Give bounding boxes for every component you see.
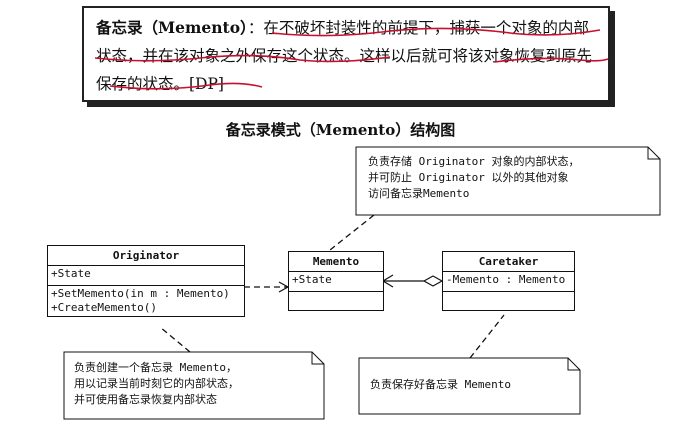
- originator-note-shape: [63, 351, 325, 420]
- definition-box: 备忘录（Memento）：在不破坏封装性的前提下，捕获一个对象的内部状态，并在该…: [82, 6, 610, 102]
- originator-note-line-1: 负责创建一个备忘录 Memento，: [74, 361, 237, 374]
- underline-3: [494, 57, 609, 63]
- originator-note-connector: [159, 326, 191, 353]
- originator-operation-2: +CreateMemento(): [51, 301, 157, 314]
- originator-operation-1: +SetMemento(in m : Memento): [51, 287, 230, 300]
- caretaker-note-shape: [358, 357, 581, 415]
- originator-attribute: +State: [51, 267, 91, 280]
- memento-note-line-3: 访问备忘录Memento: [368, 187, 470, 200]
- caretaker-attribute: -Memento : Memento: [446, 273, 566, 286]
- caretaker-note-line-1: 负责保存好备忘录 Memento: [370, 378, 511, 391]
- definition-body: ：在不破坏封装性的前提下，捕获一个对象的内部状态，并在该对象之外保存这个状态。这…: [96, 19, 593, 93]
- underline-1: [271, 27, 601, 37]
- caretaker-class: Caretaker -Memento : Memento: [442, 251, 575, 311]
- memento-note-shape: [355, 146, 661, 216]
- originator-note-line-3: 并可使用备忘录恢复内部状态: [74, 393, 217, 406]
- memento-attribute: +State: [292, 273, 332, 286]
- caretaker-note: 负责保存好备忘录 Memento: [370, 377, 511, 393]
- aggregation-diamond: [422, 275, 444, 287]
- caretaker-class-name: Caretaker: [443, 252, 574, 272]
- definition-text: 备忘录（Memento）：在不破坏封装性的前提下，捕获一个对象的内部状态，并在该…: [96, 14, 601, 98]
- memento-note-line-2: 并可防止 Originator 以外的其他对象: [368, 171, 569, 184]
- originator-operations: +SetMemento(in m : Memento) +CreateMemen…: [48, 286, 244, 316]
- memento-attributes: +State: [289, 272, 383, 292]
- originator-note-line-2: 用以记录当前时刻它的内部状态，: [74, 377, 239, 390]
- memento-note-connector: [329, 214, 375, 251]
- definition-term: 备忘录（Memento）: [96, 18, 248, 37]
- caretaker-note-connector: [469, 314, 505, 359]
- memento-class: Memento +State: [288, 251, 384, 311]
- originator-attributes: +State: [48, 266, 244, 286]
- memento-note: 负责存储 Originator 对象的内部状态， 并可防止 Originator…: [368, 154, 579, 202]
- originator-class: Originator +State +SetMemento(in m : Mem…: [47, 245, 245, 317]
- memento-operations: [289, 292, 383, 310]
- originator-note: 负责创建一个备忘录 Memento， 用以记录当前时刻它的内部状态， 并可使用备…: [74, 360, 239, 408]
- memento-note-line-1: 负责存储 Originator 对象的内部状态，: [368, 155, 580, 168]
- diagram-title: 备忘录模式（Memento）结构图: [225, 121, 456, 139]
- caretaker-operations: [443, 292, 574, 310]
- originator-class-name: Originator: [48, 246, 244, 266]
- underline-4: [109, 82, 263, 90]
- caretaker-attributes: -Memento : Memento: [443, 272, 574, 292]
- underline-2: [94, 54, 391, 63]
- memento-class-name: Memento: [289, 252, 383, 272]
